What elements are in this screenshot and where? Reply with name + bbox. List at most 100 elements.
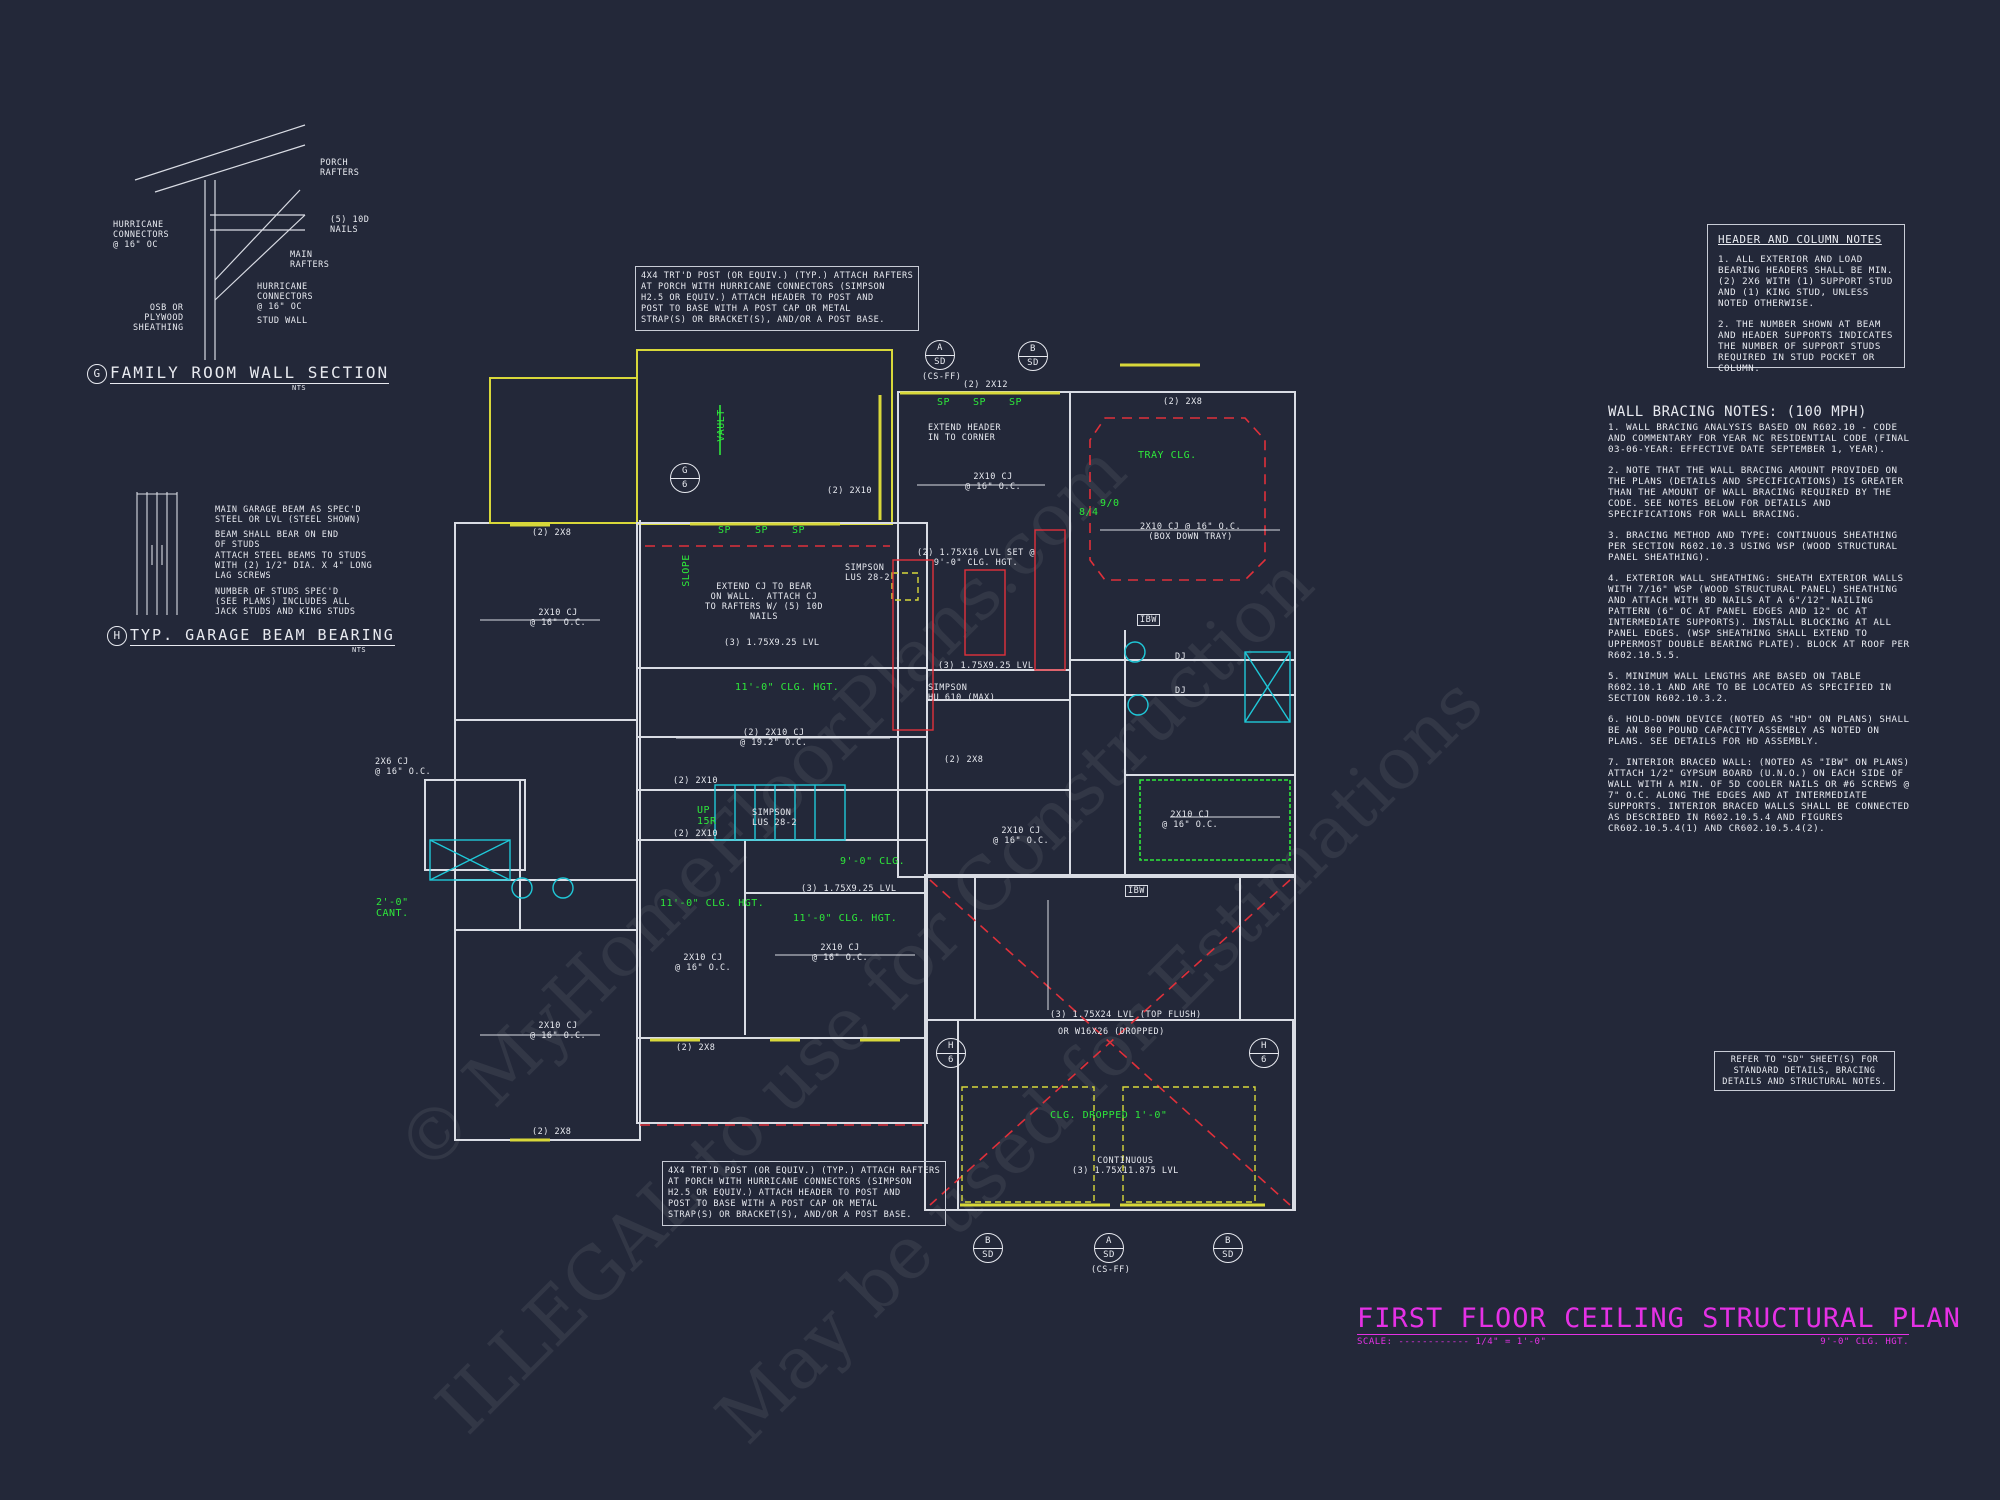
label-up-15r: UP 15R — [697, 805, 717, 827]
refer-sd-note-text: REFER TO "SD" SHEET(S) FOR STANDARD DETA… — [1722, 1055, 1887, 1087]
post-note-top: 4X4 TRT'D POST (OR EQUIV.) (TYP.) ATTACH… — [635, 266, 920, 331]
label-simpson-hu: SIMPSON HU 610 (MAX) — [928, 683, 996, 703]
detail-h-title-text: TYP. GARAGE BEAM BEARING — [130, 626, 395, 646]
sheet-title-block: FIRST FLOOR CEILING STRUCTURAL PLAN SCAL… — [1357, 1303, 1961, 1347]
sheet-subtitle: SCALE: ------------ 1/4" = 1'-0" 9'-0" C… — [1357, 1334, 1909, 1347]
label-sp-1: SP — [718, 525, 732, 536]
label-simpson-lus-2: SIMPSON LUS 28-2 — [752, 808, 797, 828]
label-number-of-studs: NUMBER OF STUDS SPEC'D (SEE PLANS) INCLU… — [215, 587, 356, 617]
label-dj-1: DJ — [1175, 652, 1187, 662]
label-header-2x12: (2) 2x12 — [963, 380, 1008, 390]
label-header-2x10-a: (2) 2x10 — [673, 776, 718, 786]
header-note-2: 2. THE NUMBER SHOWN AT BEAM AND HEADER S… — [1718, 319, 1899, 374]
label-header-2x8-e: (2) 2x8 — [944, 755, 984, 765]
section-marker-a-top-sub: (CS-FF) — [922, 372, 962, 382]
label-pitch-9-0: 9/0 — [1100, 498, 1120, 509]
label-continuous: CONTINUOUS (3) 1.75x11.875 LVL — [1072, 1156, 1179, 1176]
detail-g-tag: G — [87, 363, 107, 384]
label-cj-tray: 2x10 CJ @ 16" O.C. (BOX DOWN TRAY) — [1140, 522, 1242, 542]
sheet-ceiling-height: 9'-0" CLG. HGT. — [1820, 1337, 1909, 1347]
label-clg-dropped: CLG. DROPPED 1'-0" — [1050, 1110, 1168, 1121]
label-clg-9: 9'-0" CLG. — [840, 856, 906, 867]
label-vault: VAULT — [715, 409, 727, 442]
refer-sd-note: REFER TO "SD" SHEET(S) FOR STANDARD DETA… — [1714, 1051, 1895, 1091]
label-stud-wall: STUD WALL — [257, 316, 308, 326]
label-beam-bear: BEAM SHALL BEAR ON END OF STUDS — [215, 530, 339, 550]
section-marker-a-bottom-sub: (CS-FF) — [1091, 1265, 1131, 1275]
label-slope: SLOPE — [680, 554, 692, 587]
label-sheathing: OSB OR PLYWOOD SHEATHING — [133, 303, 184, 333]
wall-bracing-note-7: 7. INTERIOR BRACED WALL: (NOTED AS "IBW"… — [1608, 757, 1916, 834]
label-lvl-925-b: (3) 1.75x9.25 LVL — [938, 661, 1034, 671]
wall-bracing-note-1: 1. WALL BRACING ANALYSIS BASED ON R602.1… — [1608, 422, 1916, 455]
label-header-2x10-b: (2) 2x10 — [673, 829, 718, 839]
label-ibw-2: IBW — [1125, 885, 1148, 897]
wall-bracing-title: WALL BRACING NOTES: (100 MPH) — [1608, 404, 1867, 420]
sheet-scale: SCALE: ------------ 1/4" = 1'-0" — [1357, 1337, 1547, 1347]
label-lvl-set: (2) 1.75x16 LVL SET @ 9'-0" CLG. HGT. — [917, 548, 1035, 568]
label-extend-header: EXTEND HEADER IN TO CORNER — [928, 423, 1002, 443]
label-cj-6: 2x10 CJ @ 16" O.C. — [993, 826, 1050, 846]
label-header-2x8-d: (2) 2x8 — [676, 1043, 716, 1053]
label-lvl-925-c: (3) 1.75x9.25 LVL — [801, 884, 897, 894]
sheet-title: FIRST FLOOR CEILING STRUCTURAL PLAN — [1357, 1303, 1961, 1334]
detail-g-nts: NTS — [292, 383, 307, 392]
label-hurricane-top: HURRICANE CONNECTORS @ 16" OC — [113, 220, 170, 250]
wall-bracing-note-6: 6. HOLD-DOWN DEVICE (NOTED AS "HD" ON PL… — [1608, 714, 1916, 747]
header-note-1: 1. ALL EXTERIOR AND LOAD BEARING HEADERS… — [1718, 254, 1899, 309]
label-sp-3: SP — [792, 525, 806, 536]
label-header-2x8-b: (2) 2x8 — [532, 528, 572, 538]
label-clg-11-c: 11'-0" CLG. HGT. — [793, 913, 898, 924]
label-header-2x10-c: (2) 2x10 — [827, 486, 872, 496]
header-column-notes: HEADER AND COLUMN NOTES 1. ALL EXTERIOR … — [1707, 224, 1905, 374]
detail-h-nts: NTS — [352, 645, 367, 654]
label-clg-11-a: 11'-0" CLG. HGT. — [735, 682, 840, 693]
label-cj-4: 2x10 CJ @ 16" O.C. — [675, 953, 732, 973]
garage-beam-bearing-icon — [136, 492, 178, 615]
detail-g-title-text: FAMILY ROOM WALL SECTION — [110, 363, 390, 384]
header-column-notes-title: HEADER AND COLUMN NOTES — [1718, 233, 1882, 246]
label-cj-19: (2) 2x10 CJ @ 19.2" O.C. — [740, 728, 808, 748]
wall-bracing-note-5: 5. MINIMUM WALL LENGTHS ARE BASED ON TAB… — [1608, 671, 1898, 704]
label-hurricane-bottom: HURRICANE CONNECTORS @ 16" OC — [257, 282, 314, 312]
label-tray-clg: TRAY CLG. — [1138, 450, 1197, 461]
label-sp-6: SP — [1009, 397, 1023, 408]
post-note-bottom: 4X4 TRT'D POST (OR EQUIV.) (TYP.) ATTACH… — [662, 1161, 947, 1226]
label-simpson-lus-1: SIMPSON LUS 28-2 — [845, 563, 890, 583]
label-dj-2: DJ — [1175, 686, 1187, 696]
label-clg-11-b: 11'-0" CLG. HGT. — [660, 898, 765, 909]
label-cj-2x6: 2x6 CJ @ 16" O.C. — [375, 757, 432, 777]
label-pitch-8-4: 8/4 — [1079, 507, 1099, 518]
wall-section-icon — [134, 124, 306, 360]
label-porch-rafters: PORCH RAFTERS — [320, 158, 360, 178]
label-main-rafters: MAIN RAFTERS — [290, 250, 330, 270]
label-sp-4: SP — [937, 397, 951, 408]
label-header-2x8-a: (2) 2x8 — [1163, 397, 1203, 407]
detail-h-tag: H — [107, 625, 127, 646]
label-lvl-925-a: (3) 1.75x9.25 LVL — [724, 638, 820, 648]
label-cj-2: 2x10 CJ @ 16" O.C. — [530, 1021, 587, 1041]
label-main-garage-beam: MAIN GARAGE BEAM AS SPEC'D STEEL OR LVL … — [215, 505, 362, 525]
label-sp-5: SP — [973, 397, 987, 408]
label-cj-7: 2x10 CJ @ 16" O.C. — [1162, 810, 1219, 830]
wall-bracing-notes: WALL BRACING NOTES: (100 MPH) 1. WALL BR… — [1608, 404, 1918, 844]
label-header-2x8-c: (2) 2x8 — [532, 1127, 572, 1137]
wall-bracing-note-2: 2. NOTE THAT THE WALL BRACING AMOUNT PRO… — [1608, 465, 1910, 520]
label-cant: 2'-0" CANT. — [376, 897, 409, 919]
label-extend-cj: EXTEND CJ TO BEAR ON WALL. ATTACH CJ TO … — [705, 582, 823, 622]
label-attach-steel: ATTACH STEEL BEAMS TO STUDS WITH (2) 1/2… — [215, 551, 373, 581]
label-cj-3: 2x10 CJ @ 16" O.C. — [965, 472, 1022, 492]
detail-g-drawing — [130, 120, 330, 365]
wall-bracing-note-4: 4. EXTERIOR WALL SHEATHING: SHEATH EXTER… — [1608, 573, 1916, 661]
label-ibw-1: IBW — [1137, 614, 1160, 626]
